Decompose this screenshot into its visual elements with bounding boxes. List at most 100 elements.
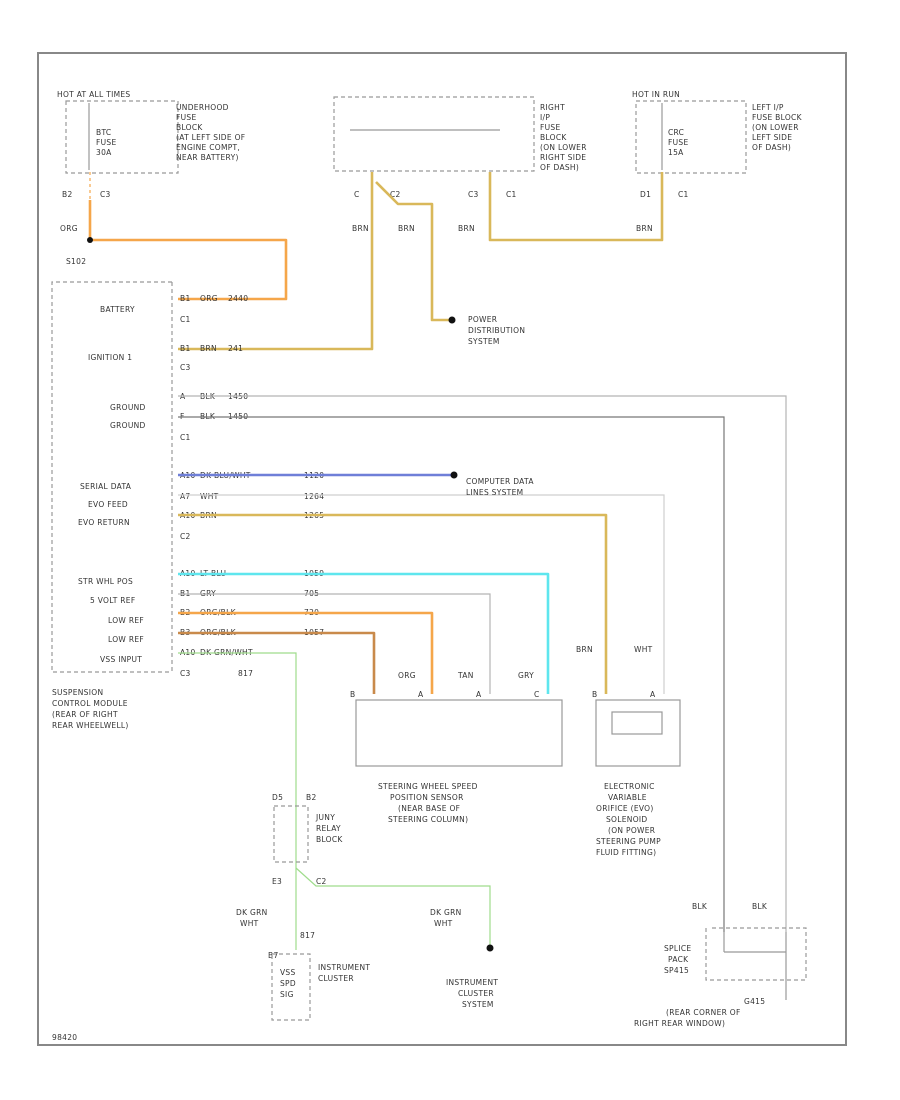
svg-text:VSS: VSS [280,968,296,977]
vss-wire [178,652,297,950]
svg-text:UNDERHOOD: UNDERHOOD [176,103,229,112]
svg-text:FUSE: FUSE [96,138,117,147]
underhood-fuse-block: HOT AT ALL TIMES BTC FUSE 30A UNDERHOOD … [57,90,245,266]
svg-text:CRC: CRC [668,128,684,137]
svg-text:NEAR BATTERY): NEAR BATTERY) [176,153,239,162]
svg-text:SYSTEM: SYSTEM [462,1000,494,1009]
svg-text:BLK: BLK [752,902,768,911]
5-volt-ref-wire [178,593,491,694]
svg-text:(AT LEFT SIDE OF: (AT LEFT SIDE OF [176,133,245,142]
svg-text:A: A [476,690,482,699]
svg-text:FUSE: FUSE [176,113,197,122]
svg-text:LEFT SIDE: LEFT SIDE [752,133,792,142]
ground-wire-2 [178,416,725,932]
svg-text:REAR WHEELWELL): REAR WHEELWELL) [52,721,129,730]
svg-text:SOLENOID: SOLENOID [606,815,647,824]
vss-branch-wire [295,867,491,948]
svg-text:G415: G415 [744,997,765,1006]
evo-solenoid: BRN WHT B A ELECTRONIC VARIABLE ORIFICE … [576,645,681,857]
svg-text:ORG: ORG [398,671,416,680]
svg-text:A: A [650,690,656,699]
svg-text:D1: D1 [640,190,651,199]
power-distribution-dot [448,316,456,324]
steering-wheel-speed-sensor: ORG TAN GRY B A A C STEERING WHEEL SPEED… [350,671,563,824]
brown-ignition-wire [178,172,374,351]
svg-text:JUNY: JUNY [315,813,335,822]
svg-text:BRN: BRN [352,224,369,233]
svg-text:FLUID FITTING): FLUID FITTING) [596,848,656,857]
svg-text:DISTRIBUTION: DISTRIBUTION [468,326,525,335]
svg-text:RIGHT: RIGHT [540,103,565,112]
svg-text:ORG: ORG [60,224,78,233]
svg-text:15A: 15A [668,148,684,157]
svg-text:BRN: BRN [398,224,415,233]
module-battery-label: BATTERY [100,305,135,314]
svg-text:SP415: SP415 [664,966,689,975]
svg-text:(ON LOWER: (ON LOWER [752,123,799,132]
svg-text:(ON POWER: (ON POWER [608,826,655,835]
svg-text:C1: C1 [180,315,191,324]
svg-text:CLUSTER: CLUSTER [318,974,354,983]
svg-text:STEERING PUMP: STEERING PUMP [596,837,661,846]
svg-text:SIG: SIG [280,990,294,999]
module-low-ref-label-1: LOW REF [108,616,144,625]
svg-text:C1: C1 [678,190,689,199]
svg-text:BLOCK: BLOCK [316,835,343,844]
power-feed-wires [88,172,664,351]
svg-text:FUSE BLOCK: FUSE BLOCK [752,113,803,122]
svg-text:D5: D5 [272,793,283,802]
svg-text:GRY: GRY [518,671,534,680]
svg-text:B7: B7 [268,951,279,960]
instrument-cluster: DK GRN WHT 817 B7 VSS SPD SIG INSTRUMENT… [236,908,370,1021]
svg-text:LEFT I/P: LEFT I/P [752,103,784,112]
svg-text:FUSE: FUSE [540,123,561,132]
svg-text:BRN: BRN [458,224,475,233]
svg-text:STEERING WHEEL SPEED: STEERING WHEEL SPEED [378,782,478,791]
svg-text:E3: E3 [272,877,282,886]
svg-text:INSTRUMENT: INSTRUMENT [446,978,498,987]
svg-text:C3: C3 [180,363,191,372]
svg-text:C1: C1 [180,433,191,442]
svg-text:B1: B1 [180,344,191,353]
module-str-whl-pos-label: STR WHL POS [78,577,133,586]
svg-text:BLOCK: BLOCK [540,133,567,142]
instrument-cluster-system: DK GRN WHT INSTRUMENT CLUSTER SYSTEM [430,908,498,1009]
svg-text:WHT: WHT [434,919,453,928]
svg-text:A7: A7 [180,492,191,501]
svg-text:BRN: BRN [200,344,217,353]
str-whl-pos-wire [178,572,550,694]
svg-text:B1: B1 [180,294,191,303]
svg-text:RIGHT SIDE: RIGHT SIDE [540,153,586,162]
svg-text:C2: C2 [390,190,401,199]
svg-text:B2: B2 [62,190,73,199]
power-distribution-label: POWER DISTRIBUTION SYSTEM [468,315,525,346]
svg-text:1264: 1264 [304,492,324,501]
svg-text:RELAY: RELAY [316,824,341,833]
svg-text:BRN: BRN [576,645,593,654]
svg-text:C2: C2 [316,877,327,886]
svg-text:CONTROL MODULE: CONTROL MODULE [52,699,128,708]
svg-text:(REAR CORNER OF: (REAR CORNER OF [666,1008,741,1017]
svg-text:COMPUTER DATA: COMPUTER DATA [466,477,534,486]
svg-text:CLUSTER: CLUSTER [458,989,494,998]
svg-text:POWER: POWER [468,315,497,324]
svg-text:B: B [592,690,597,699]
svg-text:ELECTRONIC: ELECTRONIC [604,782,655,791]
svg-text:C1: C1 [506,190,517,199]
svg-text:BLK: BLK [692,902,708,911]
svg-text:ORIFICE (EVO): ORIFICE (EVO) [596,804,654,813]
hot-at-all-times-label: HOT AT ALL TIMES [57,90,130,99]
svg-text:SYSTEM: SYSTEM [468,337,500,346]
svg-text:OF DASH): OF DASH) [540,163,579,172]
footer-code: 98420 [52,1033,77,1042]
ground-wire-1 [178,395,787,932]
svg-text:(NEAR BASE OF: (NEAR BASE OF [398,804,460,813]
svg-text:LINES SYSTEM: LINES SYSTEM [466,488,523,497]
svg-text:ENGINE COMPT,: ENGINE COMPT, [176,143,240,152]
svg-text:BRN: BRN [636,224,653,233]
svg-text:VARIABLE: VARIABLE [608,793,647,802]
module-evo-feed-label: EVO FEED [88,500,128,509]
module-ignition-label: IGNITION 1 [88,353,132,362]
relay-block: D5 B2 E3 C2 JUNY RELAY BLOCK [272,793,343,886]
